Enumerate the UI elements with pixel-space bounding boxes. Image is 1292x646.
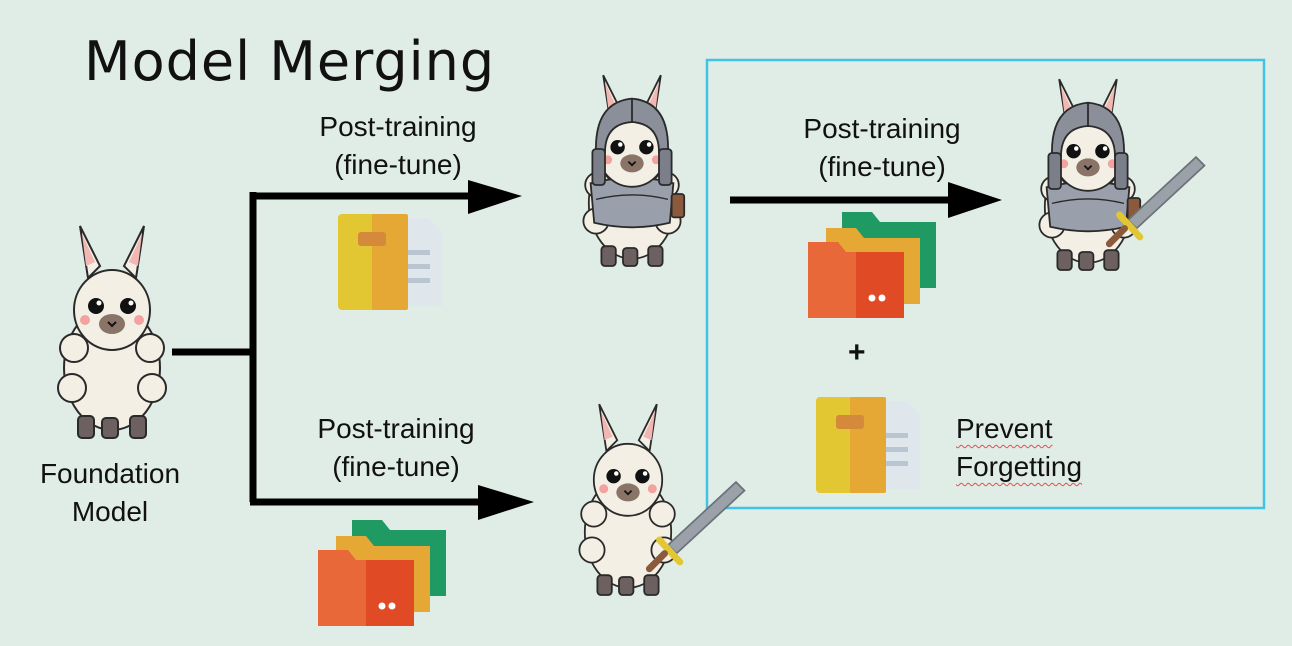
document-icon: [338, 214, 442, 310]
foundation-line2: Model: [71, 496, 149, 527]
top-arrow-head: [468, 180, 522, 214]
bottom-branch-label: Post-training (fine-tune): [298, 410, 494, 486]
prevent-forgetting-label: Prevent Forgetting: [956, 410, 1082, 486]
sword-llama-icon: [578, 403, 744, 596]
bottom-branch-line1: Post-training: [317, 413, 475, 444]
foundation-label: Foundation Model: [20, 455, 200, 531]
top-branch-label: Post-training (fine-tune): [300, 108, 496, 184]
knight-sword-llama-icon: [1038, 78, 1204, 271]
top-branch-line1: Post-training: [319, 111, 477, 142]
document-icon: [816, 397, 920, 493]
merge-branch-line1: Post-training: [803, 113, 961, 144]
folders-icon: [318, 520, 446, 626]
diagram-title: Model Merging: [84, 30, 496, 93]
foundation-line1: Foundation: [39, 458, 181, 489]
merge-branch-label: Post-training (fine-tune): [784, 110, 980, 186]
merge-box: [705, 58, 1266, 510]
foundation-llama-icon: [57, 225, 167, 439]
plus-sign: +: [848, 336, 866, 369]
folders-icon: [808, 212, 936, 318]
prevent-line1: Prevent: [956, 413, 1053, 444]
merge-arrow-head: [948, 182, 1002, 218]
branch-connector: [172, 192, 950, 506]
top-branch-line2: (fine-tune): [334, 149, 462, 180]
bottom-branch-line2: (fine-tune): [332, 451, 460, 482]
knight-llama-icon: [582, 74, 686, 267]
bottom-arrow-head: [478, 485, 534, 520]
prevent-line2: Forgetting: [956, 451, 1083, 482]
merge-branch-line2: (fine-tune): [818, 151, 946, 182]
